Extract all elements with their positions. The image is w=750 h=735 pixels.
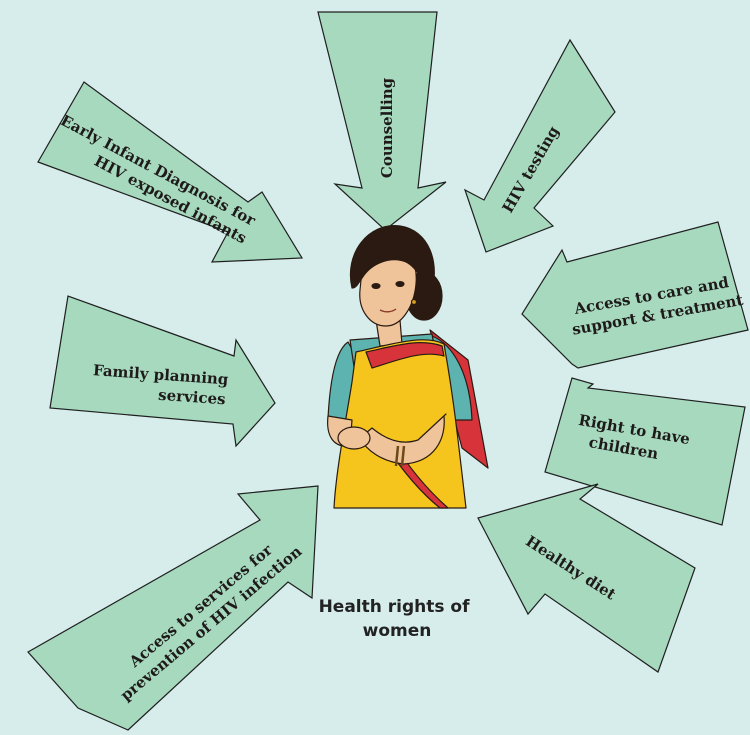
arrow-shape <box>463 38 616 253</box>
hand <box>337 426 371 450</box>
arrow-counselling: Counselling <box>317 11 447 231</box>
arrow-shape <box>27 485 319 731</box>
arrow-access-to-care: Access to care and support & treatment <box>521 221 749 369</box>
woman-illustration <box>327 225 489 509</box>
arrow-hiv-testing: HIV testing <box>463 38 616 253</box>
mouth <box>379 308 397 313</box>
arrow-access-to-prevention: Access to services for prevention of HIV… <box>27 485 319 731</box>
left-eye <box>371 283 381 290</box>
earring <box>410 298 418 306</box>
arrow-shape <box>37 81 304 263</box>
arrow-early-infant-diagnosis: Early Infant Diagnosis for HIV exposed i… <box>37 81 304 263</box>
bangles <box>394 445 406 467</box>
saree-body <box>333 339 467 509</box>
arrow-shape <box>544 377 746 526</box>
arrow-shape <box>477 483 696 673</box>
arrow-healthy-diet: Healthy diet <box>477 483 696 673</box>
right-arm <box>359 413 447 465</box>
arrow-shape <box>521 221 749 369</box>
arrow-right-to-have-children: Right to have children <box>544 377 746 526</box>
arrow-family-planning: Family planning services <box>49 295 276 448</box>
right-eye <box>395 281 405 288</box>
saree-border <box>365 342 445 369</box>
arrow-shape <box>49 295 276 448</box>
arrow-label: Counselling <box>378 77 396 178</box>
hair <box>349 225 435 299</box>
arrow-shape <box>317 11 447 231</box>
center-caption: Health rights of women <box>319 597 476 641</box>
